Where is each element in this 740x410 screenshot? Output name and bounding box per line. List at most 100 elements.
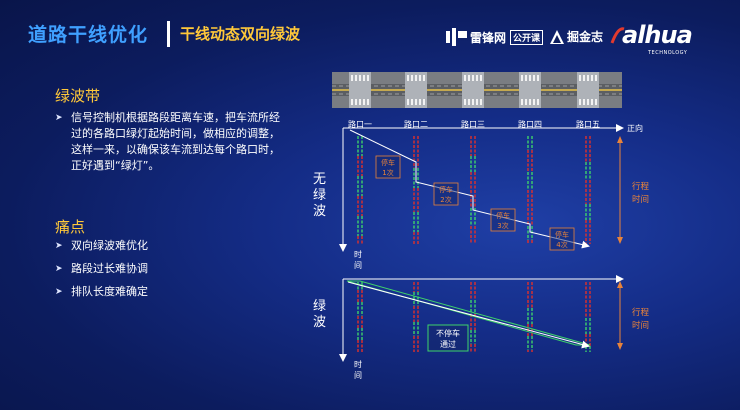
page-subtitle: 干线动态双向绿波 — [180, 25, 301, 43]
bullet-arrow-icon: ➤ — [55, 264, 63, 274]
crosswalk-stripe — [468, 99, 470, 105]
green-wave-text: 信号控制机根据路段距离车速，把车流所经过的各路口绿灯起始时间，做相应的调整，这样… — [71, 111, 280, 172]
road-map — [332, 72, 622, 108]
crosswalk-stripe — [595, 75, 597, 81]
crosswalk-stripe — [480, 99, 482, 105]
stop-label-line2: 1次 — [382, 168, 393, 177]
juejin-mark-icon — [550, 29, 564, 44]
crosswalk-stripe — [464, 75, 466, 81]
time-label-top-1: 时 — [354, 249, 362, 259]
crosswalk-stripe — [367, 99, 369, 105]
stop-box — [549, 227, 575, 251]
stop-box — [375, 155, 401, 179]
travel-time-bottom-2: 时间 — [632, 320, 649, 331]
intersection-labels: 路口一 路口二 路口三 路口四 路口五 — [348, 119, 600, 129]
pain-point-item: ➤ 路段过长难协调 — [55, 261, 148, 277]
stop-label-line1: 停车 — [439, 185, 453, 194]
no-stop-box — [427, 324, 469, 352]
header: 道路干线优化 干线动态双向绿波 雷锋网 公开课 掘金志 alhua TECHNO… — [0, 0, 740, 72]
crosswalk-stripe — [419, 75, 421, 81]
crosswalk-stripe — [537, 99, 539, 105]
bullet-arrow-icon: ➤ — [55, 113, 63, 123]
crosswalk-stripe — [537, 75, 539, 81]
crosswalk-stripe — [423, 75, 425, 81]
crosswalk-stripe — [480, 75, 482, 81]
stop-label-line1: 停车 — [555, 230, 569, 239]
crosswalk-stripe — [579, 75, 581, 81]
leiphone-logo: 雷锋网 公开课 — [446, 28, 544, 46]
juejin-logo: 掘金志 — [550, 28, 603, 45]
crosswalk-stripe — [468, 75, 470, 81]
leiphone-name: 雷锋网 — [470, 30, 507, 45]
crosswalk-stripe — [529, 75, 531, 81]
crosswalk-stripe — [367, 75, 369, 81]
stop-label-line1: 停车 — [496, 211, 510, 220]
intersection-label: 路口四 — [518, 119, 542, 129]
crosswalk-stripe — [525, 75, 527, 81]
crosswalk-stripe — [521, 99, 523, 105]
road-intersection — [577, 72, 599, 108]
crosswalk-stripe — [595, 99, 597, 105]
crosswalk-stripe — [591, 75, 593, 81]
intersection-label: 路口五 — [576, 119, 600, 129]
title-divider — [167, 21, 170, 47]
no-stop-label-line2: 通过 — [440, 339, 456, 349]
juejin-name: 掘金志 — [567, 30, 604, 44]
pain-points-heading: 痛点 — [55, 218, 86, 236]
crosswalk-stripe — [464, 99, 466, 105]
page-title: 道路干线优化 — [28, 24, 149, 46]
road-intersection — [349, 72, 371, 108]
road-intersection — [405, 72, 427, 108]
crosswalk-stripe — [423, 99, 425, 105]
crosswalk-stripe — [472, 75, 474, 81]
crosswalk-stripe — [591, 99, 593, 105]
crosswalk-stripe — [525, 99, 527, 105]
travel-time-bottom-1: 行程 — [632, 307, 650, 318]
stop-label-line2: 4次 — [556, 240, 567, 249]
intersection-label: 路口二 — [404, 119, 428, 129]
crosswalk-stripe — [359, 99, 361, 105]
travel-time-top-2: 时间 — [632, 194, 649, 205]
time-label-bottom-2: 间 — [354, 371, 362, 380]
pain-point-text: 双向绿波难优化 — [71, 239, 148, 252]
crosswalk-stripe — [407, 99, 409, 105]
green-wave-band — [346, 280, 591, 349]
travel-time-bracket-top — [617, 136, 623, 244]
green-wave-description: ➤ 信号控制机根据路段距离车速，把车流所经过的各路口绿灯起始时间，做相应的调整，… — [55, 110, 290, 174]
intersection-label: 路口一 — [348, 119, 372, 129]
crosswalk-stripe — [583, 99, 585, 105]
crosswalk-stripe — [472, 99, 474, 105]
crosswalk-stripe — [419, 99, 421, 105]
crosswalk-stripe — [407, 75, 409, 81]
road-intersection — [519, 72, 541, 108]
crosswalk-stripe — [529, 99, 531, 105]
signal-timing-bars — [357, 136, 591, 352]
wave-label-1: 绿 — [313, 299, 326, 314]
direction-label: 正向 — [627, 123, 643, 133]
stop-box — [490, 208, 516, 232]
road-intersection — [462, 72, 484, 108]
stop-box — [433, 182, 459, 206]
pain-point-text: 路段过长难协调 — [71, 262, 148, 275]
bullet-arrow-icon: ➤ — [55, 241, 63, 251]
pain-point-item: ➤ 排队长度难确定 — [55, 284, 148, 300]
leiphone-badge: 公开课 — [510, 29, 544, 45]
crosswalk-stripe — [583, 75, 585, 81]
no-stop-label-line1: 不停车 — [436, 328, 460, 338]
intersection-label: 路口三 — [461, 119, 485, 129]
crosswalk-stripe — [533, 75, 535, 81]
crosswalk-stripe — [351, 99, 353, 105]
dahua-name: alhua — [622, 21, 693, 49]
crosswalk-stripe — [411, 75, 413, 81]
bullet-arrow-icon: ➤ — [55, 287, 63, 297]
no-wave-label-3: 波 — [313, 204, 326, 219]
crosswalk-stripe — [476, 99, 478, 105]
crosswalk-stripe — [411, 99, 413, 105]
crosswalk-stripe — [521, 75, 523, 81]
no-wave-label-1: 无 — [313, 172, 326, 187]
green-wave-heading: 绿波带 — [55, 87, 101, 105]
travel-time-top-1: 行程 — [632, 181, 650, 192]
time-label-top-2: 间 — [354, 261, 362, 270]
crosswalk-stripe — [363, 75, 365, 81]
